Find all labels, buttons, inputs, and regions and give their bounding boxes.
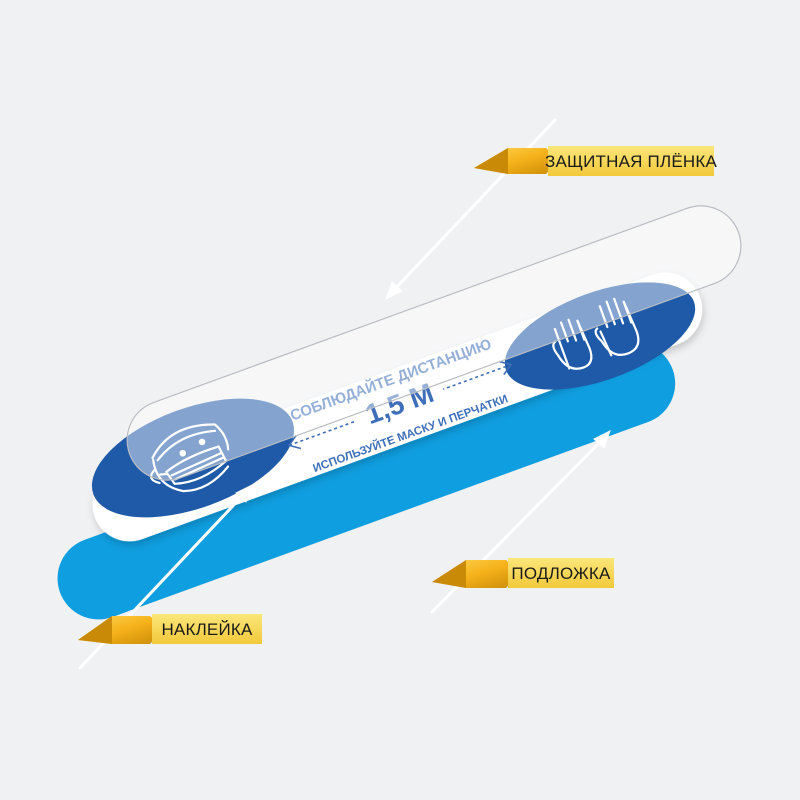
backing-label-text: ПОДЛОЖКА [511,564,611,583]
label-protective-film: ЗАЩИТНАЯ ПЛЁНКА [474,146,717,176]
sticker-label-text: НАКЛЕЙКА [161,620,253,639]
protective-film-layer [126,205,742,481]
label-sticker: НАКЛЕЙКА [78,614,262,644]
mask-face-icon [91,398,295,518]
film-arrowhead [385,281,403,301]
film-label-text: ЗАЩИТНАЯ ПЛЁНКА [545,152,717,171]
gloves-icon [504,282,696,390]
sticker-arrowhead [235,483,253,503]
label-backing: ПОДЛОЖКА [432,558,614,588]
double-arrow-icon [287,360,513,450]
backing-layer [57,342,676,620]
backing-arrowhead [593,429,611,449]
